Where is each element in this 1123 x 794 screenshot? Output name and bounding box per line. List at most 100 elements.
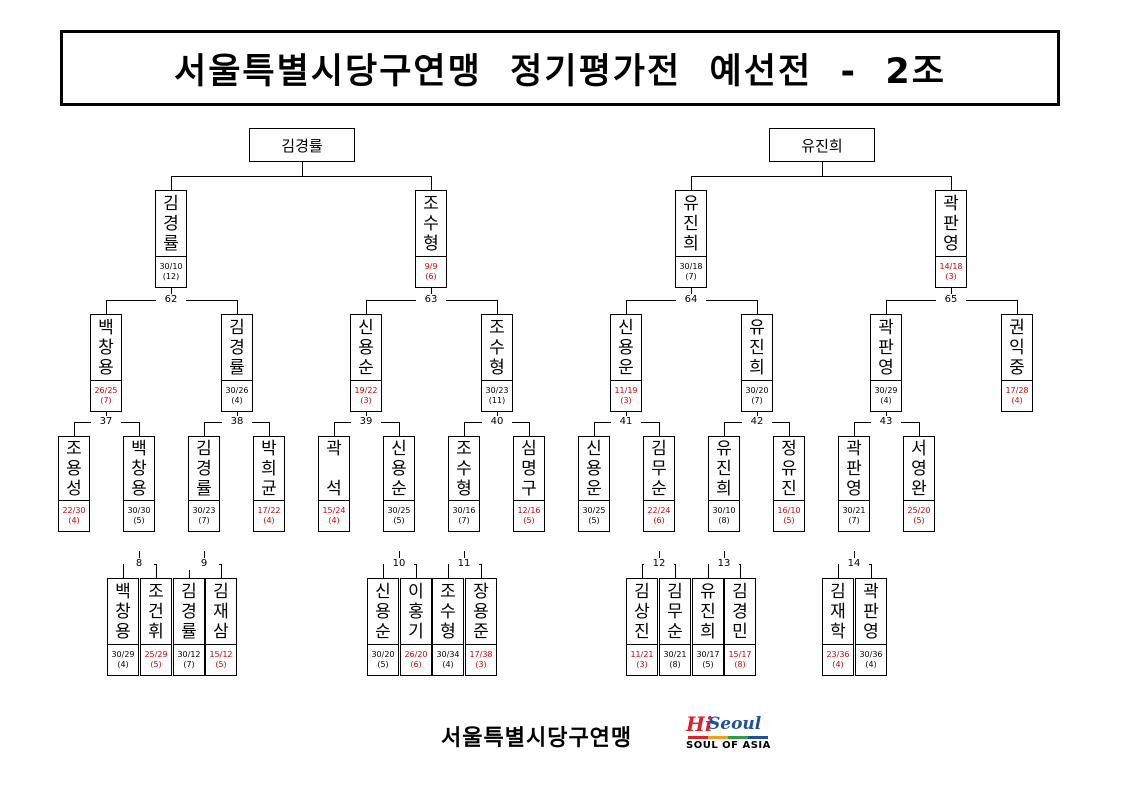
bracket-line	[659, 422, 660, 436]
bracket-line	[854, 422, 855, 436]
player-score: 12/16(5)	[517, 506, 541, 525]
bracket-line	[951, 176, 952, 190]
bracket-line	[431, 176, 432, 190]
bracket-line	[399, 551, 400, 564]
match-number: 65	[936, 294, 966, 306]
group-winner-box: 유진희	[769, 128, 875, 162]
bracket-line	[675, 564, 676, 578]
player-score: 30/17(5)	[696, 650, 720, 669]
group-winner-box: 김경률	[249, 128, 355, 162]
bracket-line	[871, 564, 872, 578]
bracket-line	[204, 551, 205, 564]
match-number: 62	[156, 294, 186, 306]
player-score: 30/21(7)	[842, 506, 866, 525]
bracket-line	[886, 300, 887, 314]
bracket-line	[399, 422, 400, 436]
match-number: 12	[644, 558, 674, 570]
player-score: 30/36(4)	[859, 650, 883, 669]
player-score: 30/12(7)	[177, 650, 201, 669]
match-number: 41	[611, 416, 641, 428]
player-score: 30/26(4)	[225, 386, 249, 405]
player-score: 11/21(3)	[630, 650, 654, 669]
player-score: 30/10(8)	[712, 506, 736, 525]
bracket-line	[481, 564, 482, 578]
player-score: 22/24(6)	[647, 506, 671, 525]
logo-stripe	[688, 736, 768, 739]
bracket-line	[302, 162, 303, 176]
bracket-line	[529, 422, 530, 436]
player-score: 17/28(4)	[1005, 386, 1029, 405]
player-score: 9/9(6)	[424, 262, 438, 281]
player-score: 25/20(5)	[907, 506, 931, 525]
player-score: 14/18(3)	[939, 262, 963, 281]
footer-org-name: 서울특별시당구연맹	[441, 726, 633, 751]
bracket-line	[269, 422, 270, 436]
bracket-line	[642, 564, 643, 578]
player-score: 30/29(4)	[874, 386, 898, 405]
bracket-line	[724, 551, 725, 564]
bracket-line	[740, 564, 741, 578]
bracket-line	[74, 422, 75, 436]
hi-seoul-logo: Hi Seoul SOUL OF ASIA	[686, 712, 776, 756]
bracket-line	[106, 300, 107, 314]
player-score: 30/20(7)	[745, 386, 769, 405]
player-score: 26/20(6)	[404, 650, 428, 669]
bracket-line	[171, 176, 432, 177]
match-number: 43	[871, 416, 901, 428]
bracket-line	[416, 564, 417, 578]
bracket-line	[626, 300, 627, 314]
bracket-line	[237, 300, 238, 314]
bracket-line	[1017, 300, 1018, 314]
bracket-line	[822, 162, 823, 176]
match-number: 37	[91, 416, 121, 428]
match-number: 14	[839, 558, 869, 570]
bracket-line	[189, 564, 190, 578]
player-score: 30/16(7)	[452, 506, 476, 525]
player-score: 19/22(3)	[354, 386, 378, 405]
bracket-line	[659, 551, 660, 564]
player-score: 15/17(8)	[728, 650, 752, 669]
bracket-line	[123, 564, 124, 578]
bracket-line	[789, 422, 790, 436]
player-score: 30/23(11)	[485, 386, 509, 405]
player-score: 30/18(7)	[679, 262, 703, 281]
player-score: 15/12(5)	[209, 650, 233, 669]
bracket-line	[724, 422, 725, 436]
